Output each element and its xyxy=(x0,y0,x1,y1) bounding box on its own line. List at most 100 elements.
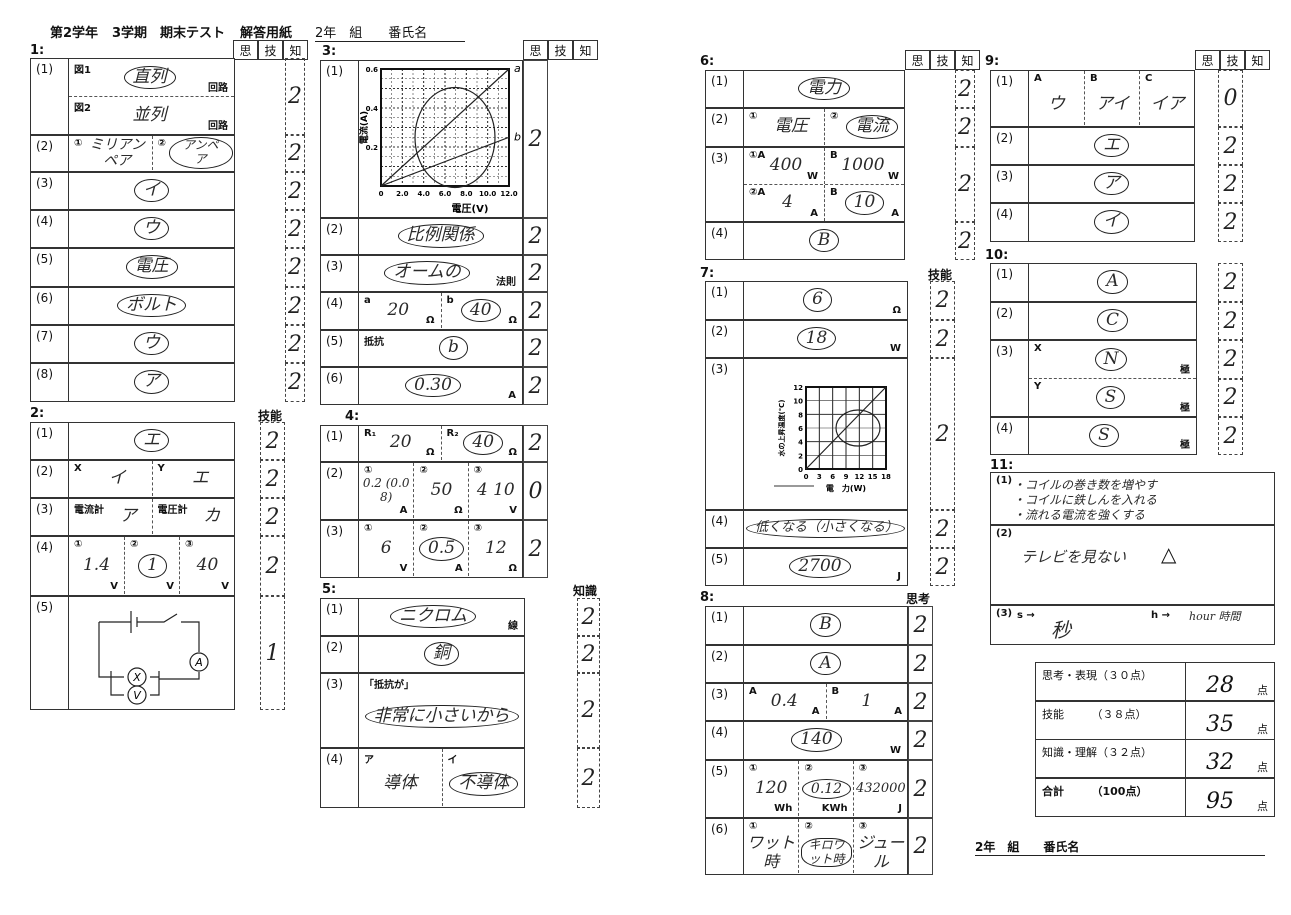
answer-area[interactable]: B xyxy=(744,607,907,644)
answer-area[interactable]: 線ニクロム xyxy=(359,599,524,635)
handwritten-answer[interactable]: 秒 xyxy=(1051,618,1071,642)
answer-cell[interactable]: C xyxy=(1029,303,1196,338)
footer-name-field[interactable]: 2年 組 番氏名 xyxy=(975,838,1265,856)
answer-area[interactable]: 低くなる（小さくなる） xyxy=(744,511,907,547)
handwritten-answer[interactable]: ・流れる電流を強くする xyxy=(1013,508,1146,522)
answer-area[interactable]: ウ xyxy=(69,211,234,247)
answer-area[interactable]: イ xyxy=(69,173,234,209)
answer-cell[interactable]: イ不導体 xyxy=(441,749,526,806)
answer-cell[interactable]: 電圧計カ xyxy=(151,499,236,534)
answer-area[interactable]: ア xyxy=(69,364,234,401)
answer-area[interactable]: 電圧 xyxy=(69,249,234,286)
handwritten-answer[interactable]: hour 時間 xyxy=(1189,610,1241,623)
answer-cell[interactable]: 電圧 xyxy=(69,249,234,285)
answer-area[interactable]: A xyxy=(744,646,907,682)
answer-cell[interactable]: ア導体 xyxy=(359,749,442,806)
answer-area[interactable]: ボルト xyxy=(69,288,234,324)
answer-cell[interactable]: イ xyxy=(1029,204,1194,240)
answer-cell[interactable]: 低くなる（小さくなる） xyxy=(744,511,907,546)
handwritten-answer[interactable]: ・コイルの巻き数を増やす xyxy=(1013,478,1158,492)
answer-cell[interactable]: ボルト xyxy=(69,288,234,323)
answer-cell[interactable]: A xyxy=(744,646,907,681)
answer-cell[interactable]: ウ xyxy=(69,211,234,246)
answer-area[interactable]: ウ xyxy=(69,326,234,362)
answer-cell[interactable]: 電流計ア xyxy=(69,499,152,534)
answer-cell[interactable]: ア xyxy=(1029,166,1194,201)
answer-area[interactable]: 電力 xyxy=(744,71,904,107)
answer-area[interactable]: イ xyxy=(1029,204,1194,241)
answer-area[interactable]: 比例関係 xyxy=(359,219,522,254)
answer-cell[interactable]: A xyxy=(1029,264,1196,300)
answer-cell[interactable]: ア xyxy=(69,364,234,400)
answer-cell[interactable]: 電力 xyxy=(744,71,904,106)
answer-area[interactable]: 「抵抗が」非常に小さいから xyxy=(359,674,524,747)
answer-cell[interactable]: ウ xyxy=(69,326,234,361)
header-name-field[interactable]: 2年 組 番氏名 xyxy=(315,22,465,42)
answer-cell[interactable]: 法則オームの xyxy=(359,256,522,290)
answer-area[interactable]: エ xyxy=(1029,128,1194,164)
answer-cell[interactable]: B xyxy=(744,607,907,643)
handwritten-answer[interactable]: テレビを見ない xyxy=(1021,548,1127,566)
answer-area[interactable]: 銅 xyxy=(359,637,524,672)
answer-cell[interactable]: B xyxy=(744,223,904,258)
answer-area[interactable]: C xyxy=(1029,303,1196,339)
answer-area[interactable]: エ xyxy=(69,423,234,459)
answer-area[interactable]: 電流計ア電圧計カ xyxy=(69,499,234,535)
answer-area[interactable]: 法則オームの xyxy=(359,256,522,291)
answer-cell[interactable]: エ xyxy=(1029,128,1194,163)
